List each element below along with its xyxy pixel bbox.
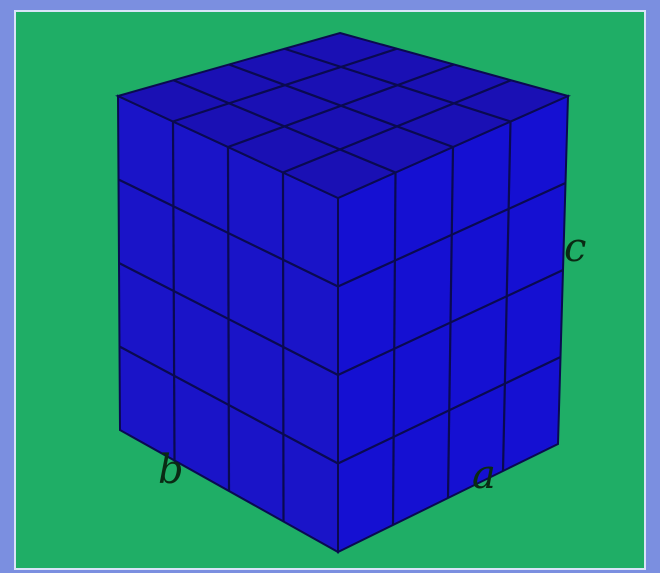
left-face-horizontal-line <box>118 178 339 288</box>
right-face-horizontal-line <box>337 269 564 376</box>
left-face-horizontal-line <box>118 262 339 376</box>
right-face-horizontal-line <box>337 356 561 465</box>
top-face-line-a <box>284 47 511 123</box>
cube-face-top <box>115 31 571 200</box>
top-face-line-a <box>228 63 454 149</box>
label-b: b <box>158 447 184 493</box>
right-face-horizontal-line <box>337 181 566 288</box>
label-c: c <box>564 225 587 271</box>
left-face-horizontal-line <box>118 345 339 465</box>
label-a: a <box>472 452 496 498</box>
top-face-line-a <box>173 79 396 174</box>
